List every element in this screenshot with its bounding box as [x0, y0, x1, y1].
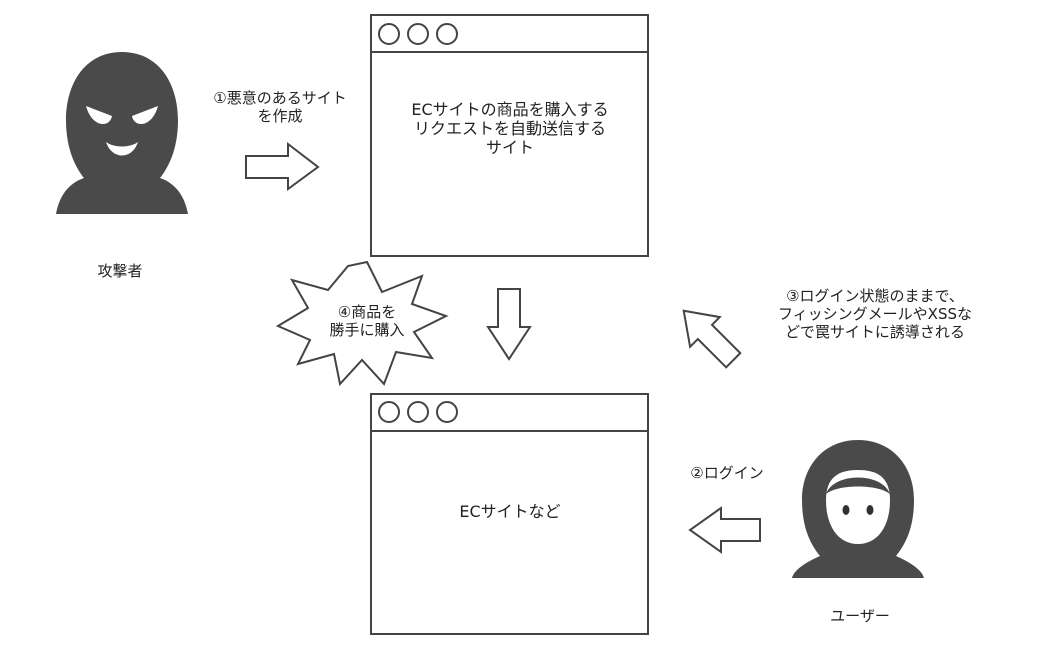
trap-site-text: ECサイトの商品を購入する リクエストを自動送信する サイト: [375, 100, 645, 157]
step4-line-2: 勝手に購入: [329, 321, 405, 339]
arrow-down: [486, 288, 532, 361]
attacker-label: 攻撃者: [97, 262, 143, 280]
trap-site-window: [370, 14, 649, 257]
step4-label: ④商品を 勝手に購入: [312, 303, 422, 339]
step3-line-2: フィッシングメールやXSSな: [777, 305, 973, 323]
trap-site-line-1: ECサイトの商品を購入する: [411, 100, 609, 119]
step3-line-1: ③ログイン状態のままで、: [786, 287, 964, 305]
step3-line-3: どで罠サイトに誘導される: [785, 323, 965, 341]
user-icon: [792, 440, 924, 578]
trap-site-line-2: リクエストを自動送信する: [413, 119, 606, 138]
step4-line-1: ④商品を: [337, 303, 397, 321]
step2-label: ②ログイン: [690, 464, 764, 482]
step3-label: ③ログイン状態のままで、 フィッシングメールやXSSな どで罠サイトに誘導される: [745, 287, 1005, 341]
arrow-up-left-step3: [682, 309, 742, 369]
ec-site-label: ECサイトなど: [459, 502, 561, 521]
user-label: ユーザー: [830, 607, 890, 625]
arrow-right-step1: [245, 141, 320, 191]
window-dot-icon: [378, 401, 400, 423]
ec-site-window: [370, 393, 649, 635]
step1-line-2: を作成: [257, 107, 303, 125]
arrow-left-step2: [688, 506, 761, 554]
window-dot-icon: [436, 401, 458, 423]
step1-line-1: ①悪意のあるサイト: [213, 89, 347, 107]
trap-site-line-3: サイト: [485, 138, 534, 157]
window-dot-icon: [407, 23, 429, 45]
window-dot-icon: [407, 401, 429, 423]
window-dot-icon: [436, 23, 458, 45]
window-dot-icon: [378, 23, 400, 45]
attacker-icon: [56, 52, 188, 214]
step1-label: ①悪意のあるサイト を作成: [190, 89, 370, 125]
starburst-shape: [275, 260, 449, 387]
